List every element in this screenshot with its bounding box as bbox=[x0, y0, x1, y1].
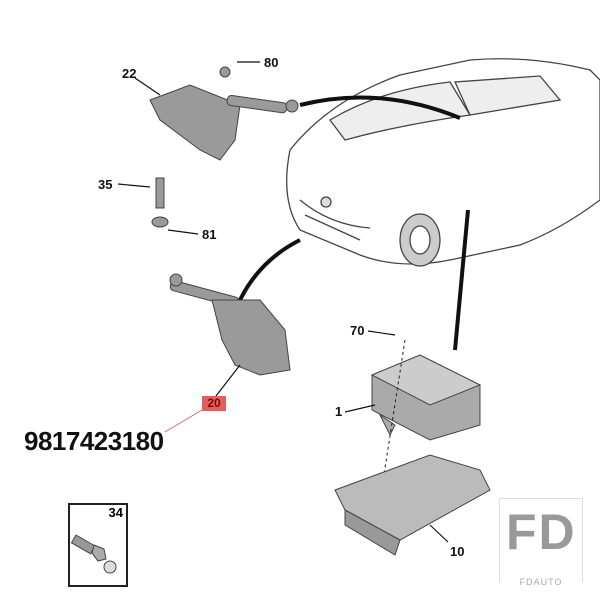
callout-20-highlight: 20 bbox=[202, 396, 226, 411]
callout-35: 35 bbox=[98, 177, 113, 192]
watermark-fd: FD bbox=[506, 504, 577, 560]
watermark-text: FDAUTO bbox=[500, 577, 582, 587]
inset-ball-stud: 34 bbox=[68, 503, 128, 587]
callout-1: 1 bbox=[335, 404, 343, 419]
car-illustration bbox=[286, 58, 600, 267]
watermark-logo: FD FDAUTO bbox=[499, 498, 583, 587]
bracket bbox=[334, 454, 491, 556]
callout-10: 10 bbox=[450, 544, 465, 559]
callout-80: 80 bbox=[264, 55, 279, 70]
part-number-leader bbox=[164, 409, 203, 433]
screw-and-nut bbox=[151, 177, 169, 228]
upper-height-sensor bbox=[149, 66, 299, 161]
ball-stud-icon bbox=[70, 534, 117, 574]
callout-lines bbox=[117, 61, 449, 543]
callout-81: 81 bbox=[202, 227, 217, 242]
control-module bbox=[370, 354, 482, 441]
callout-70: 70 bbox=[350, 323, 365, 338]
part-number: 9817423180 bbox=[24, 426, 164, 456]
leader-lines-thick bbox=[238, 95, 470, 351]
callout-22: 22 bbox=[122, 66, 137, 81]
front-height-sensor bbox=[169, 273, 291, 376]
callout-34: 34 bbox=[108, 505, 123, 520]
